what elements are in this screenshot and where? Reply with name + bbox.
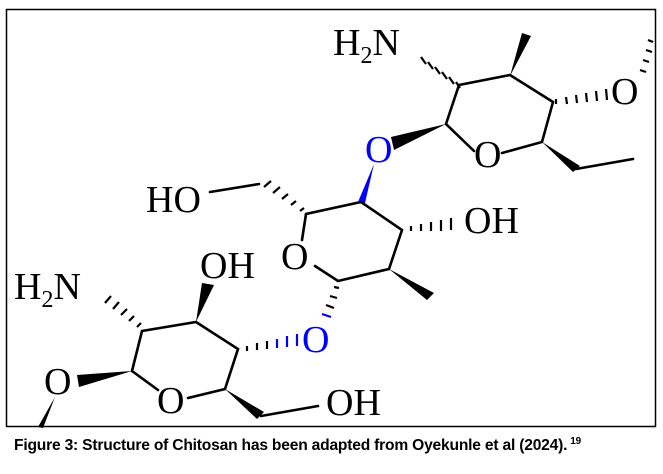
bottom-ring: OH H2N O O OH — [14, 245, 381, 428]
glycosidic-oxygen-upper: O — [365, 129, 392, 171]
figure-caption: Figure 3: Structure of Chitosan has been… — [14, 436, 581, 455]
hashed-bond — [554, 88, 609, 105]
ethyl-bond — [574, 157, 635, 171]
hashed-bond — [639, 38, 654, 74]
hashed-bond — [409, 218, 453, 231]
middle-ring-bonds — [300, 200, 404, 283]
hashed-bond — [321, 285, 340, 319]
top-ring-oxygen-label: O — [474, 134, 501, 176]
top-ring: H2N O O — [333, 22, 654, 176]
bottom-left-oxygen-label: O — [44, 361, 71, 403]
caption-text: Figure 3: Structure of Chitosan has been… — [14, 437, 568, 454]
bottom-hydroxyl-right-label: OH — [326, 382, 381, 424]
bottom-ring-oxygen-label: O — [157, 380, 184, 422]
wedge-bond — [510, 33, 531, 76]
reference-superscript: 19 — [570, 436, 581, 447]
bottom-hydroxyl-top-label: OH — [200, 245, 255, 287]
wedge-bond — [389, 269, 434, 300]
glycosidic-oxygen-lower: O — [302, 319, 329, 361]
top-right-oxygen-label: O — [611, 71, 638, 113]
wedge-bond — [196, 283, 214, 322]
hashed-bond — [245, 334, 299, 351]
middle-hydroxyl-label: OH — [464, 200, 519, 242]
wedge-bond — [225, 389, 264, 419]
middle-hydroxymethyl-label: HO — [146, 179, 201, 221]
hashed-bond — [263, 180, 305, 212]
top-amine-label: H2N — [333, 22, 400, 69]
figure-border — [5, 8, 657, 428]
bottom-amine-label: H2N — [14, 266, 81, 313]
wedge-bond — [542, 142, 580, 172]
hashed-bond — [104, 295, 142, 328]
hydroxymethyl-bond — [208, 182, 261, 194]
wedge-bond — [391, 124, 446, 150]
wedge-bond — [358, 164, 374, 203]
hydroxymethyl-bond — [259, 404, 320, 418]
wedge-bond — [77, 371, 132, 387]
hashed-bond — [420, 56, 461, 89]
wedge-bond — [38, 397, 55, 428]
middle-ring-oxygen-label: O — [281, 236, 308, 278]
middle-ring: HO OH O — [146, 179, 519, 319]
